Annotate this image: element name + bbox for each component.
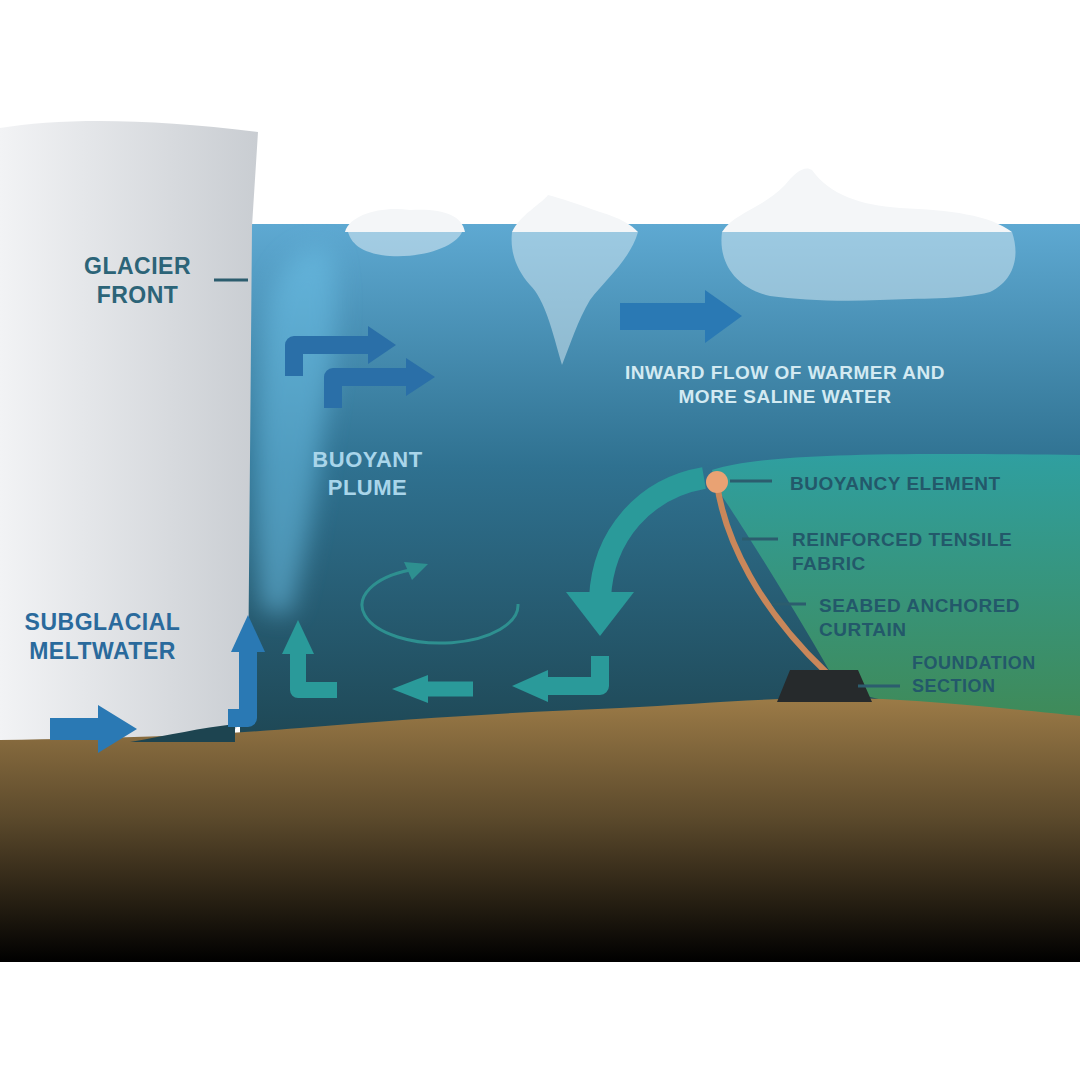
sheltered-water xyxy=(712,454,1080,720)
curtain xyxy=(706,471,872,702)
annotation-label: GLACIER FRONT xyxy=(70,252,205,310)
glacier xyxy=(0,121,258,742)
icebergs xyxy=(345,168,1016,365)
buoyant-plume xyxy=(255,248,336,615)
annotation-label: BUOYANCY ELEMENT xyxy=(790,472,1070,496)
flow-arrows xyxy=(50,290,742,753)
annotation-label: INWARD FLOW OF WARMER AND MORE SALINE WA… xyxy=(600,361,970,409)
meltwater-channel xyxy=(130,724,235,742)
annotation-label: REINFORCED TENSILE FABRIC xyxy=(792,528,1057,576)
annotation-label: FOUNDATION SECTION xyxy=(912,652,1074,697)
annotation-label: SEABED ANCHORED CURTAIN xyxy=(819,594,1064,642)
seabed xyxy=(0,698,1080,962)
fjord-water xyxy=(240,224,1080,764)
annotation-label: SUBGLACIAL MELTWATER xyxy=(10,608,195,666)
annotation-label: BUOYANT PLUME xyxy=(300,446,435,501)
